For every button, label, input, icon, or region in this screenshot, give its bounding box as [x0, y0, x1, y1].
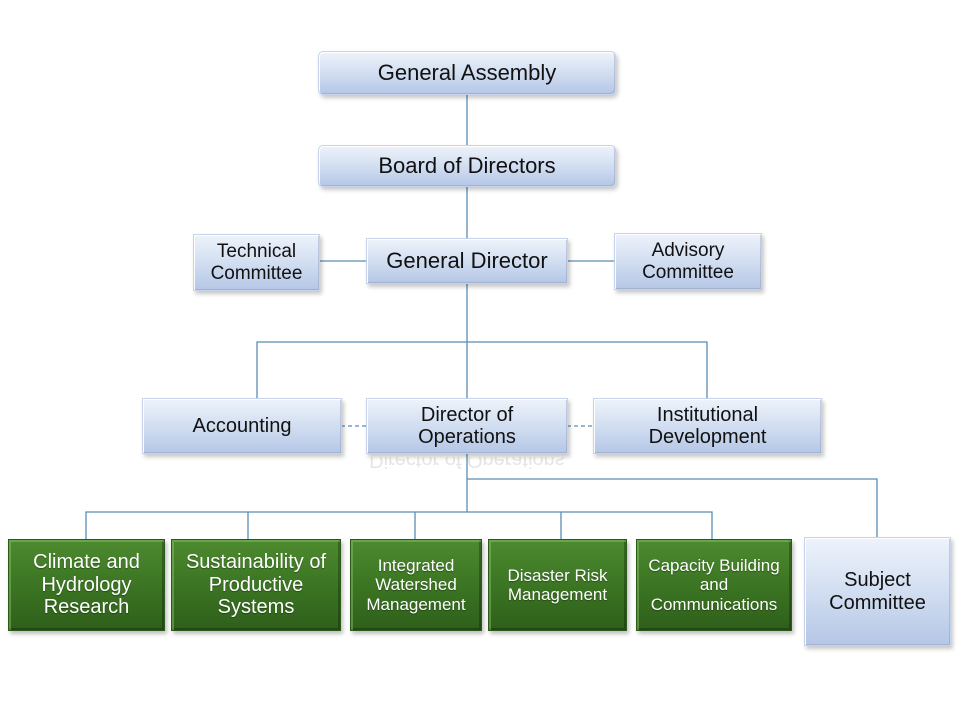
- connector-staff-bus: [256, 341, 708, 398]
- connector-subject: [467, 478, 878, 537]
- technical-committee-box: Technical Committee: [193, 234, 320, 291]
- general-assembly-box: General Assembly: [318, 51, 616, 95]
- director-of-operations-box: Director of Operations: [366, 398, 568, 454]
- subject-committee-box: Subject Committee: [804, 537, 951, 646]
- board-of-directors-box: Board of Directors: [318, 145, 616, 187]
- program-box-disaster-risk: Disaster Risk Management: [488, 539, 627, 631]
- connector-program-bus: [85, 511, 713, 539]
- general-director-box: General Director: [366, 238, 568, 284]
- program-box-integrated-watershed: Integrated Watershed Management: [350, 539, 482, 631]
- director-of-operations-reflection: Director of Operations: [369, 457, 565, 471]
- program-box-capacity-building: Capacity Building and Communications: [636, 539, 792, 631]
- advisory-committee-box: Advisory Committee: [614, 233, 762, 290]
- program-box-climate-hydrology: Climate and Hydrology Research: [8, 539, 165, 631]
- program-box-sustainability: Sustainability of Productive Systems: [171, 539, 341, 631]
- accounting-box: Accounting: [142, 398, 342, 454]
- institutional-development-box: Institutional Development: [593, 398, 822, 454]
